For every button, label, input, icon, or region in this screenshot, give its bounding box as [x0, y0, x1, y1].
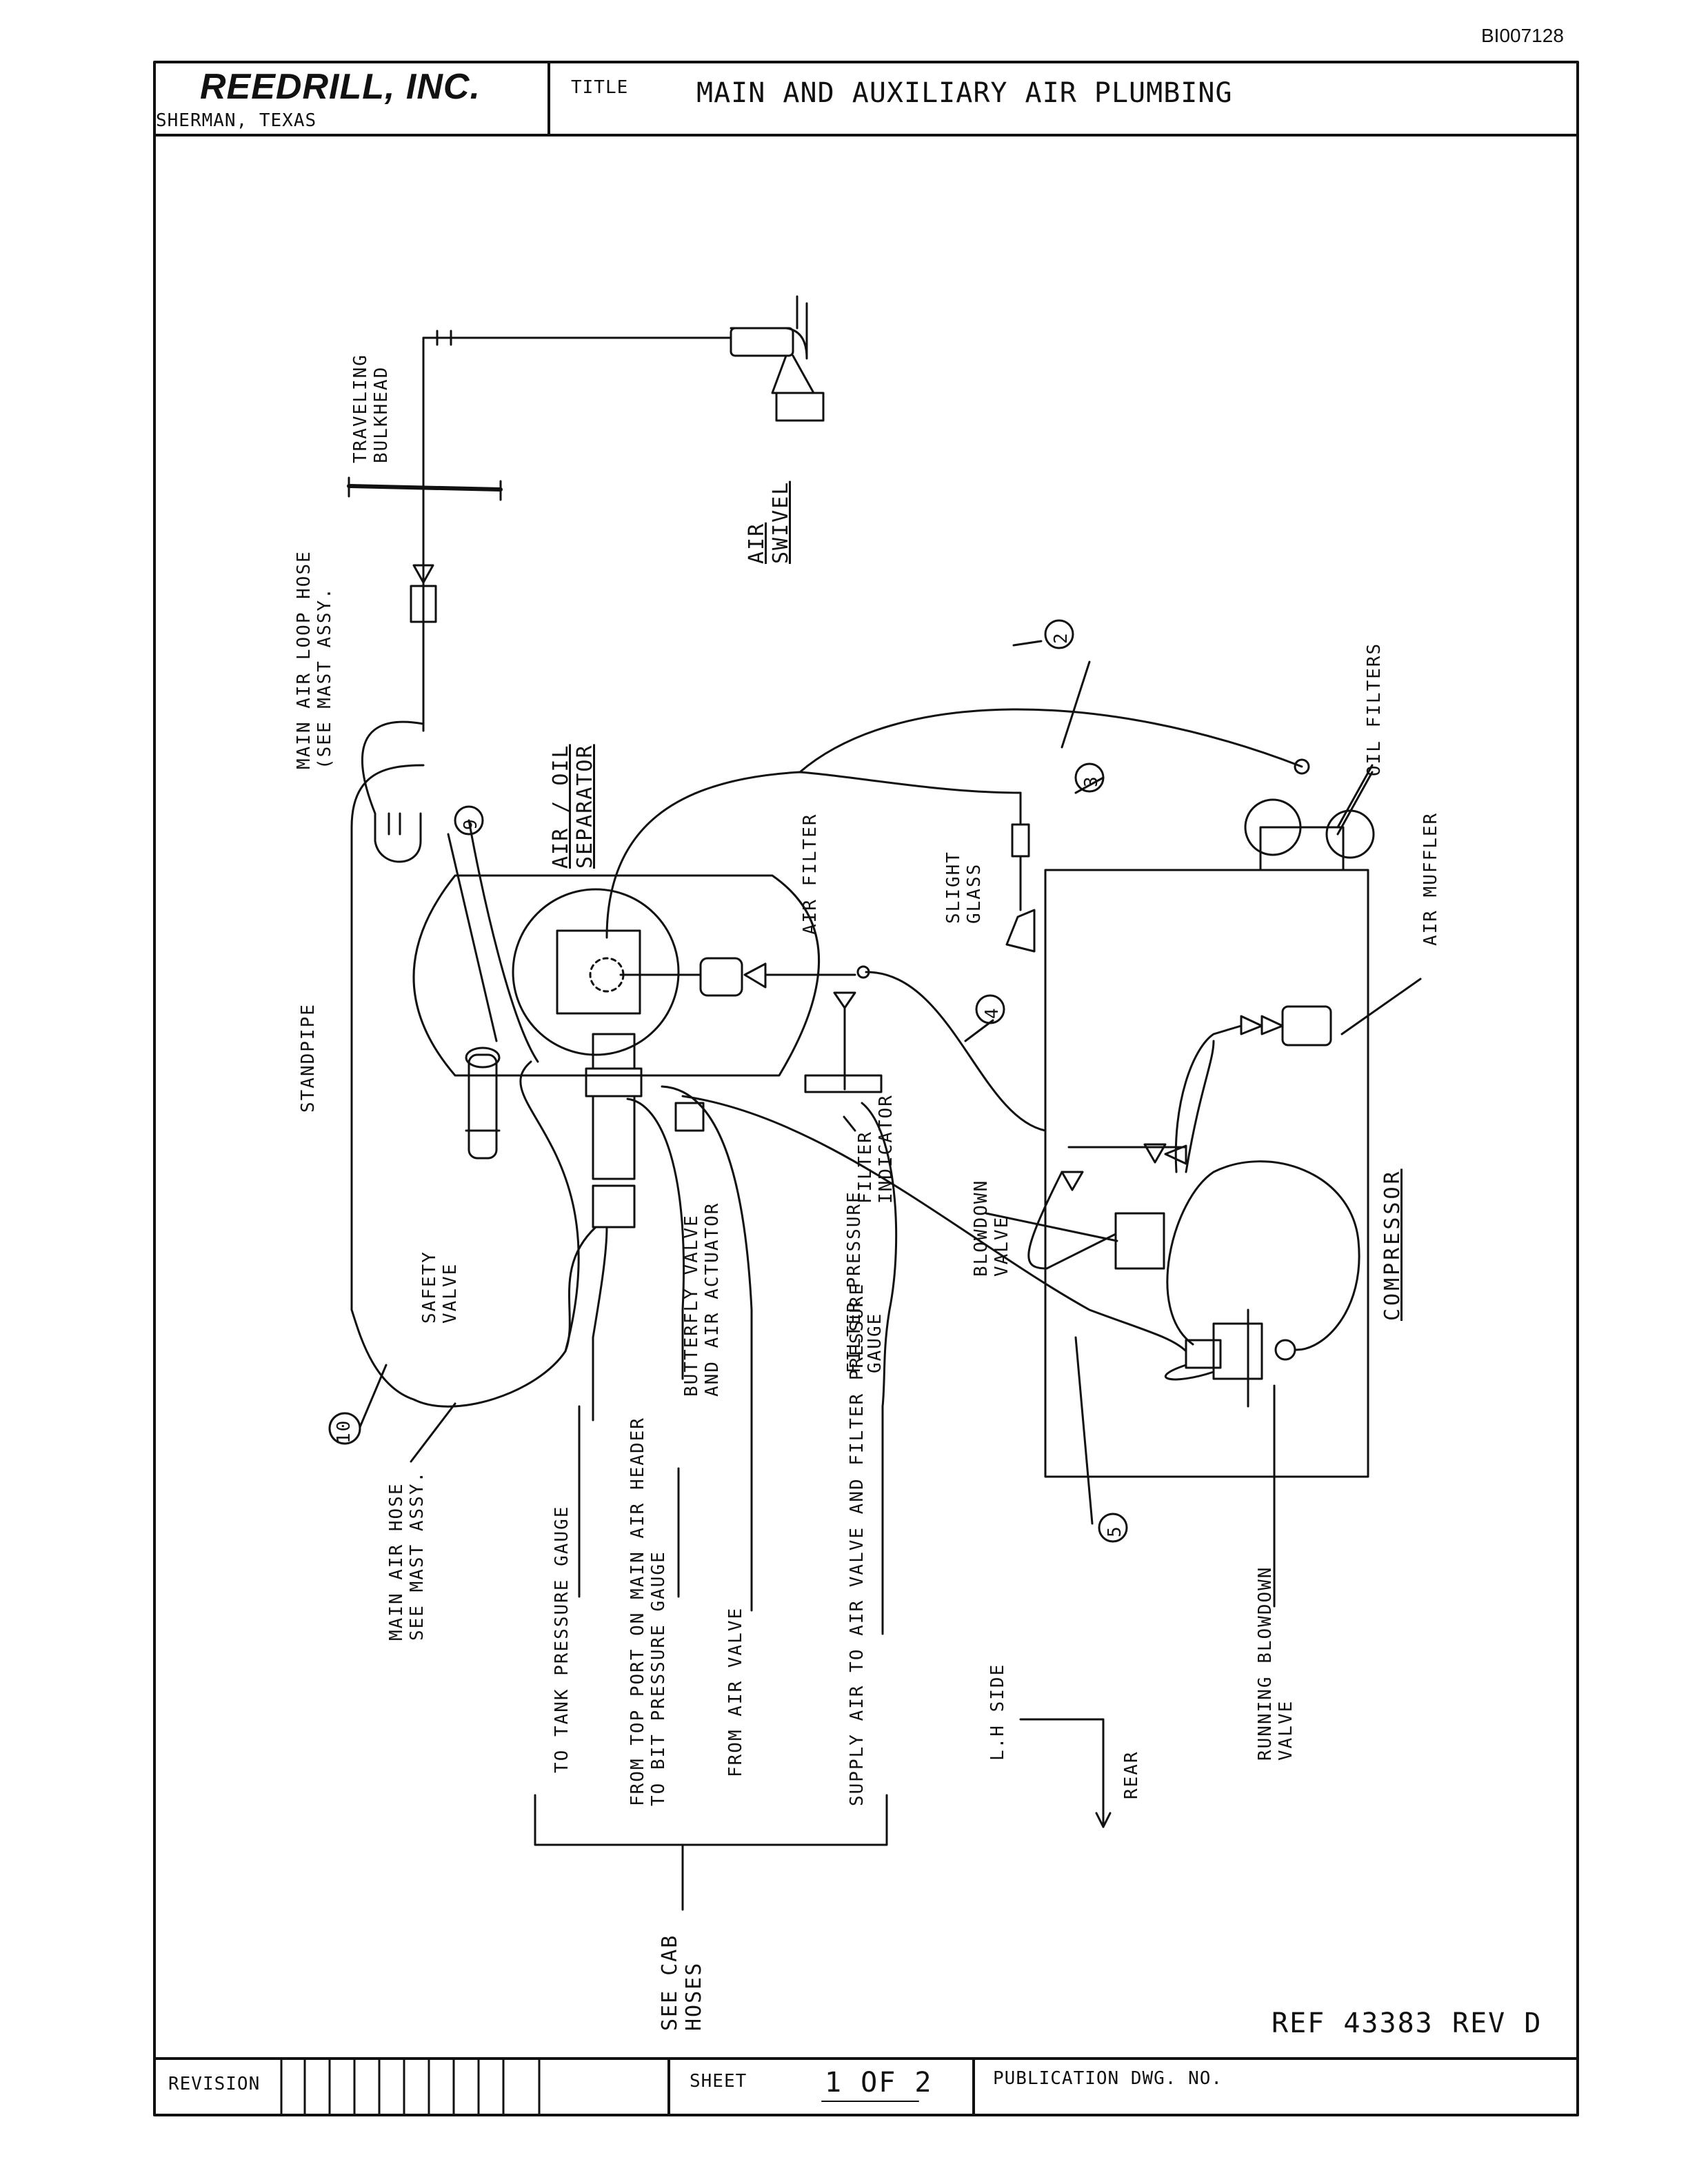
callout-9-circle [454, 805, 484, 836]
callout-10: 10 [334, 1419, 354, 1444]
callout-2: 2 [1051, 631, 1072, 644]
traveling-bulkhead [347, 484, 503, 492]
label-lh-side: L.H SIDE [987, 1663, 1008, 1761]
main-air-hose [350, 764, 597, 1408]
callout-3: 3 [1081, 775, 1102, 787]
label-air-filter: AIR FILTER [800, 813, 821, 935]
title-label: TITLE [571, 77, 629, 98]
callout-10-circle [328, 1412, 361, 1445]
drawing-frame [153, 61, 1579, 2116]
reference-number: REF 43383 [1272, 2008, 1434, 2039]
hose-4 [865, 971, 1047, 1132]
label-supply-air: SUPPLY AIR TO AIR VALVE AND FILTER PRESS… [847, 1282, 867, 1806]
air-muffler [1281, 1005, 1332, 1046]
callout-3-circle [1074, 762, 1105, 793]
oil-filter-2 [1325, 809, 1375, 859]
hose-2 [798, 708, 1303, 774]
publication-label: PUBLICATION DWG. NO. [993, 2068, 1223, 2089]
slight-glass [1011, 823, 1030, 858]
compressor-body [1044, 869, 1369, 1478]
callout-9: 9 [461, 818, 481, 830]
document-id: BI007128 [1481, 25, 1564, 46]
callout-4: 4 [982, 1007, 1003, 1019]
callout-2-circle [1044, 619, 1074, 649]
company-name: REEDRILL, INC. [200, 67, 481, 107]
label-compressor: COMPRESSOR [1380, 1169, 1405, 1321]
air-swivel [730, 302, 808, 360]
drawing-title: MAIN AND AUXILIARY AIR PLUMBING [696, 77, 1233, 109]
label-air-muffler: AIR MUFFLER [1420, 811, 1441, 946]
label-standpipe: STANDPIPE [298, 1003, 319, 1113]
label-rear: REAR [1121, 1750, 1142, 1799]
sheet-label: SHEET [690, 2071, 747, 2092]
safety-valve [468, 1053, 498, 1160]
check-valve-icon [412, 564, 434, 584]
sheet-value: 1 OF 2 [825, 2067, 933, 2099]
callout-5: 5 [1105, 1525, 1125, 1537]
hose-5 [681, 1095, 1187, 1353]
label-from-air-valve: FROM AIR VALVE [725, 1606, 746, 1777]
separator-head [512, 888, 680, 1056]
label-main-air-loop-hose: MAIN AIR LOOP HOSE(SEE MAST ASSY. [294, 550, 335, 769]
label-oil-filters: OIL FILTERS [1364, 642, 1385, 776]
blowdown-valve [1114, 1212, 1165, 1270]
cab-hoses-bracket [534, 1794, 888, 1846]
company-location: SHERMAN, TEXAS [156, 110, 317, 131]
callout-4-circle [975, 994, 1005, 1024]
revision-label: REVISION [168, 2074, 261, 2094]
revision-letter: REV D [1452, 2008, 1543, 2039]
callout-5-circle [1098, 1513, 1128, 1543]
running-blowdown-valve [1212, 1322, 1263, 1380]
orientation-arrow [1019, 1718, 1105, 1828]
separator-tank [412, 874, 821, 1077]
hose-3 [605, 771, 1022, 939]
filter-indicator [804, 1074, 883, 1093]
label-to-tank-pressure-gauge: TO TANK PRESSURE GAUGE [552, 1505, 572, 1773]
air-filter [699, 957, 743, 997]
